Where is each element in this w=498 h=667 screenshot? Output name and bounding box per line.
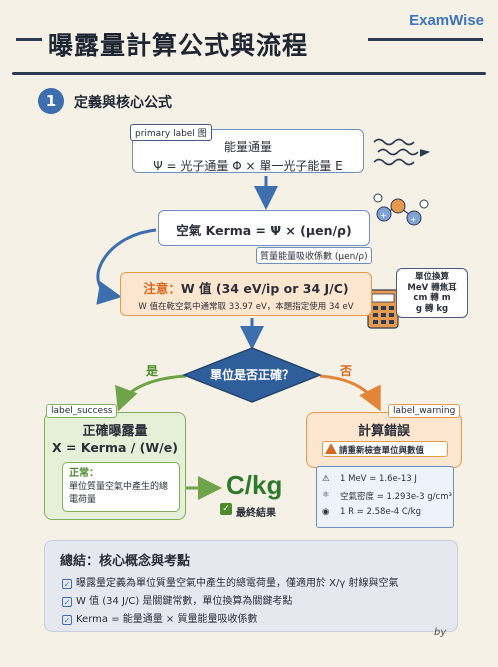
w-value-note: 注意：W 值 (34 eV/ip or 34 J/C) W 值在乾空氣中通常取 … — [120, 272, 372, 316]
svg-text:+: + — [410, 215, 417, 224]
summary-item: ✓ Kerma = 能量通量 × 質量能量吸收係數 — [62, 610, 258, 625]
conversion-roentgen: 1 R = 2.58e-4 C/kg — [340, 507, 421, 517]
conversion-air-density: 空氣密度 = 1.293e-3 g/cm³ — [340, 492, 452, 502]
label-success-tag: label_success — [46, 404, 118, 418]
normal-key: 正常： — [69, 468, 99, 479]
atom-icon: ⚛ — [322, 490, 330, 500]
page-title: 曝露量計算公式與流程 — [48, 31, 309, 60]
yes-branch-label: 是 — [146, 364, 159, 378]
checkbox-icon: ✓ — [62, 579, 72, 589]
result-unit: C/kg — [226, 470, 283, 500]
summary-item-text: 曝露量定義為單位質量空氣中產生的總電荷量，僅適用於 X/γ 射線與空氣 — [76, 578, 399, 589]
signature: by — [434, 627, 447, 638]
summary-item: ✓ W 值 (34 J/C) 是關鍵常數，單位換算為關鍵考點 — [62, 592, 292, 607]
checkbox-icon: ✓ — [62, 615, 72, 625]
radiation-wave-icon — [373, 138, 431, 166]
decision-diamond — [181, 347, 323, 403]
summary-item-text: Kerma = 能量通量 × 質量能量吸收係數 — [76, 614, 258, 625]
primary-label-tag: primary label 图 — [130, 124, 212, 141]
air-kerma-box: 空氣 Kerma = Ψ × (μen/ρ) — [158, 210, 370, 246]
energy-flux-label: 能量通量 — [223, 140, 272, 154]
summary-item-text: W 值 (34 J/C) 是關鍵常數，單位換算為關鍵考點 — [76, 596, 293, 607]
w-value-detail: W 值在乾空氣中通常取 33.97 eV，本題指定使用 34 eV — [138, 302, 354, 312]
section-number-badge: 1 — [38, 88, 64, 114]
warning-triangle-icon: ⚠ — [322, 474, 330, 484]
summary-title: 總結：核心概念與考點 — [60, 554, 191, 569]
recheck-units-note: 請重新檢查單位與數值 — [322, 441, 448, 457]
label-warning-tag: label_warning — [388, 404, 461, 418]
mass-energy-absorption-note: 質量能量吸收係數 (μen/ρ) — [256, 247, 372, 264]
unit-conversion-line: MeV 轉焦耳 — [407, 282, 457, 293]
unit-conversion-line: 單位換算 — [414, 272, 449, 282]
energy-flux-box: 能量通量 Ψ = 光子通量 Φ × 單一光子能量 E — [132, 129, 364, 173]
summary-item: ✓ 曝露量定義為單位質量空氣中產生的總電荷量，僅適用於 X/γ 射線與空氣 — [62, 574, 399, 589]
decision-question: 單位是否正確？ — [209, 368, 294, 382]
conversion-paper — [316, 466, 454, 528]
w-value-line: W 值 (34 eV/ip or 34 J/C) — [180, 281, 349, 296]
arrow-no — [319, 374, 381, 412]
checkbox-icon: ✓ — [62, 597, 72, 607]
exposure-definition-note: 正常： 單位質量空氣中產生的總電荷量 — [62, 462, 180, 512]
conversion-mev: 1 MeV = 1.6e-13 J — [340, 474, 417, 484]
exposure-formula: X = Kerma / (W/e) — [52, 440, 178, 455]
brand-logo: ExamWise — [409, 12, 484, 29]
calculator-icon — [367, 289, 399, 329]
arrow-yes — [115, 374, 187, 412]
section-title: 定義與核心公式 — [74, 95, 172, 111]
unit-conversion-line: g 轉 kg — [415, 303, 449, 314]
energy-flux-formula: Ψ = 光子通量 Φ × 單一光子能量 E — [153, 159, 343, 173]
unit-conversion-note: 單位換算 MeV 轉焦耳 cm 轉 m g 轉 kg — [396, 268, 468, 318]
summary-panel — [44, 540, 458, 632]
svg-text:+: + — [380, 211, 387, 220]
final-result-label: 最終結果 — [236, 508, 276, 519]
warning-icon — [325, 443, 337, 454]
no-branch-label: 否 — [340, 364, 353, 378]
normal-text: 單位質量空氣中產生的總電荷量 — [69, 482, 169, 505]
title-rule-left — [16, 38, 42, 41]
title-rule-right — [368, 38, 483, 41]
air-kerma-formula: 空氣 Kerma = Ψ × (μen/ρ) — [176, 223, 352, 238]
title-divider — [12, 72, 486, 75]
unit-conversion-line: cm 轉 m — [413, 293, 451, 304]
ionization-molecule-icon: + + — [373, 193, 429, 226]
calc-error-title: 計算錯誤 — [357, 424, 410, 439]
correct-exposure-title: 正確曝露量 — [82, 424, 148, 439]
note-warning-prefix: 注意： — [143, 281, 181, 296]
money-bag-icon: ◉ — [322, 507, 330, 517]
arrow-kerma-to-note — [96, 228, 157, 305]
check-icon: ✓ — [220, 503, 232, 515]
